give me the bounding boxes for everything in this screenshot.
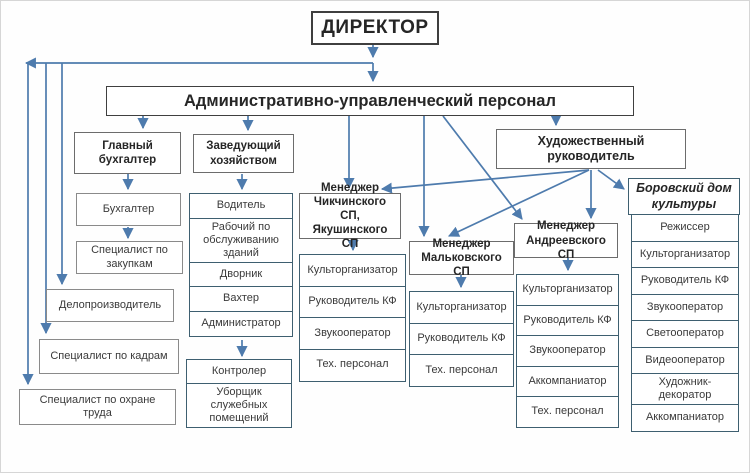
org-box-manager-chikchinsky: Менеджер Чикчинского СП, Якушинского СП xyxy=(299,182,401,250)
chikchinsky-staff-group: Культорганизатор Руководитель КФ Звукооп… xyxy=(299,254,406,382)
org-box-culture-organizer: Культорганизатор xyxy=(409,291,514,324)
org-box-video-operator: Видеооператор xyxy=(631,346,739,375)
org-box-stage-director: Режиссер xyxy=(631,214,739,242)
org-box-office-cleaner: Уборщик служебных помещений xyxy=(186,382,292,429)
org-box-tech-staff: Тех. персонал xyxy=(299,348,406,382)
org-box-doorkeeper: Вахтер xyxy=(189,286,293,313)
controller-group: Контролер Уборщик служебных помещений xyxy=(186,359,292,429)
org-box-tech-staff: Тех. персонал xyxy=(409,354,514,387)
org-box-controller: Контролер xyxy=(186,359,292,384)
org-box-household-head: Заведующий хозяйством xyxy=(193,134,294,173)
org-box-kf-leader: Руководитель КФ xyxy=(299,285,406,319)
borovsky-staff-group: Режиссер Культорганизатор Руководитель К… xyxy=(631,214,739,432)
org-box-administrator: Администратор xyxy=(189,310,293,337)
org-box-accompanist: Аккомпаниатор xyxy=(516,365,619,398)
org-box-culture-organizer: Культорганизатор xyxy=(299,254,406,287)
org-box-procurement-specialist: Специалист по закупкам xyxy=(76,241,183,274)
org-box-hr-specialist: Специалист по кадрам xyxy=(39,339,179,374)
org-box-borovsky-house: Боровский дом культуры xyxy=(628,178,740,215)
org-box-building-worker: Рабочий по обслуживанию зданий xyxy=(189,217,293,264)
household-staff-group: Водитель Рабочий по обслуживанию зданий … xyxy=(189,193,293,337)
org-box-yard-keeper: Дворник xyxy=(189,261,293,288)
org-box-kf-leader: Руководитель КФ xyxy=(409,322,514,356)
org-box-sound-operator: Звукооператор xyxy=(299,317,406,350)
org-box-sound-operator: Звукооператор xyxy=(631,293,739,322)
org-box-driver: Водитель xyxy=(189,193,293,219)
org-box-chief-accountant: Главный бухгалтер xyxy=(74,132,181,174)
org-box-manager-andreevsky: Менеджер Андреевского СП xyxy=(514,220,618,261)
org-box-sound-operator: Звукооператор xyxy=(516,335,619,367)
org-box-culture-organizer: Культорганизатор xyxy=(631,240,739,269)
malkovsky-staff-group: Культорганизатор Руководитель КФ Тех. пе… xyxy=(409,291,514,387)
org-box-accompanist: Аккомпаниатор xyxy=(631,403,739,432)
org-box-kf-leader: Руководитель КФ xyxy=(516,304,619,337)
andreevsky-staff-group: Культорганизатор Руководитель КФ Звукооп… xyxy=(516,274,619,428)
org-box-director: ДИРЕКТОР xyxy=(311,11,439,45)
org-box-accountant: Бухгалтер xyxy=(76,193,181,226)
org-box-kf-leader: Руководитель КФ xyxy=(631,267,739,295)
org-box-culture-organizer: Культорганизатор xyxy=(516,274,619,306)
org-box-art-director: Художественный руководитель xyxy=(496,129,686,169)
org-box-clerk: Делопроизводитель xyxy=(46,289,174,322)
org-box-light-operator: Светооператор xyxy=(631,320,739,348)
org-box-safety-specialist: Специалист по охране труда xyxy=(19,389,176,425)
org-box-manager-malkovsky: Менеджер Мальковского СП xyxy=(409,238,514,278)
org-box-decorator-artist: Художник-декоратор xyxy=(631,373,739,406)
org-box-admin-staff: Административно-управленческий персонал xyxy=(106,86,634,116)
org-box-tech-staff: Тех. персонал xyxy=(516,396,619,428)
